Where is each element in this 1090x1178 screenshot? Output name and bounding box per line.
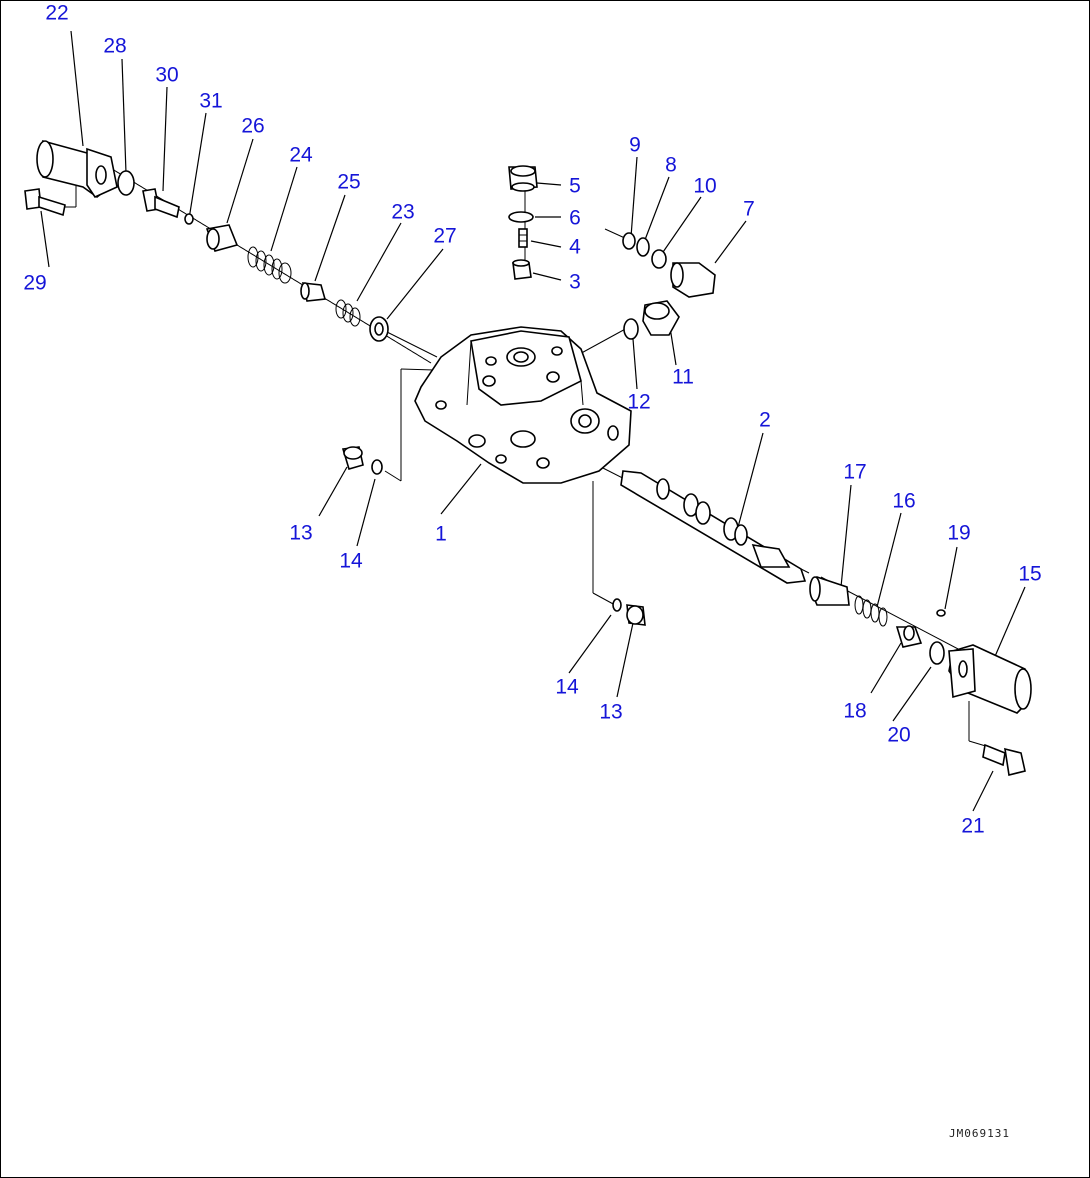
part-6-o-ring [508,211,534,223]
callout-13-lower: 13 [599,700,623,724]
part-12-o-ring [623,318,639,340]
part-24-spring [247,246,292,284]
part-25-seat [300,282,327,302]
part-8-o-ring [636,237,650,257]
part-7-plug [670,262,716,298]
part-16-spring [854,595,888,627]
part-13-plug-left [341,446,364,470]
part-27-collar [369,316,389,342]
part-28-o-ring [117,170,135,196]
callout-30: 30 [155,63,179,87]
callout-24: 24 [289,143,313,167]
part-11-plug [642,300,680,336]
part-9-backup-ring [622,232,636,250]
part-20-o-ring [929,641,945,665]
part-10-o-ring [651,249,667,269]
callout-17: 17 [843,460,867,484]
part-2-spool [620,470,807,584]
callout-14-lower: 14 [555,675,579,699]
callout-6: 6 [569,206,581,230]
callout-29: 29 [23,271,47,295]
callout-16: 16 [892,489,916,513]
callout-22: 22 [45,1,69,25]
callout-13-left: 13 [289,521,313,545]
leader-lines [40,30,1026,812]
part-4-spring [518,228,528,248]
callout-1: 1 [435,522,447,546]
callout-8: 8 [665,153,677,177]
callout-21: 21 [961,814,985,838]
part-14-o-ring-lower [612,598,622,612]
part-23-spring [335,299,361,327]
callout-5: 5 [569,174,581,198]
callout-26: 26 [241,114,265,138]
callout-4: 4 [569,235,581,259]
callout-18: 18 [843,699,867,723]
part-31-plug [184,213,194,225]
callout-9: 9 [629,133,641,157]
part-22-cover [36,139,118,199]
callout-12: 12 [627,390,651,414]
part-30-bolt [142,188,180,219]
callout-23: 23 [391,200,415,224]
callout-7: 7 [743,197,755,221]
callout-15: 15 [1018,562,1042,586]
callout-20: 20 [887,723,911,747]
callout-10: 10 [693,174,717,198]
part-18-seat [895,625,923,648]
callout-27: 27 [433,224,457,248]
callout-19: 19 [947,521,971,545]
part-19-ball [936,609,946,617]
part-29-bolt [24,188,66,217]
callout-28: 28 [103,34,127,58]
callout-3: 3 [569,270,581,294]
part-13-plug-lower [626,604,646,626]
part-17-sleeve [809,576,850,606]
part-15-cover [948,644,1032,714]
drawing-code: JM069131 [949,1127,1010,1140]
part-5-plug [508,165,538,192]
callout-14-left: 14 [339,549,363,573]
callout-2: 2 [759,408,771,432]
part-14-o-ring-left [371,459,383,475]
callout-11: 11 [672,365,694,389]
part-26-retainer [205,224,239,252]
part-21-bolt [982,743,1026,776]
part-1-valve-body [414,326,632,484]
callout-25: 25 [337,170,361,194]
part-3-poppet [512,259,532,280]
callout-31: 31 [199,89,223,113]
